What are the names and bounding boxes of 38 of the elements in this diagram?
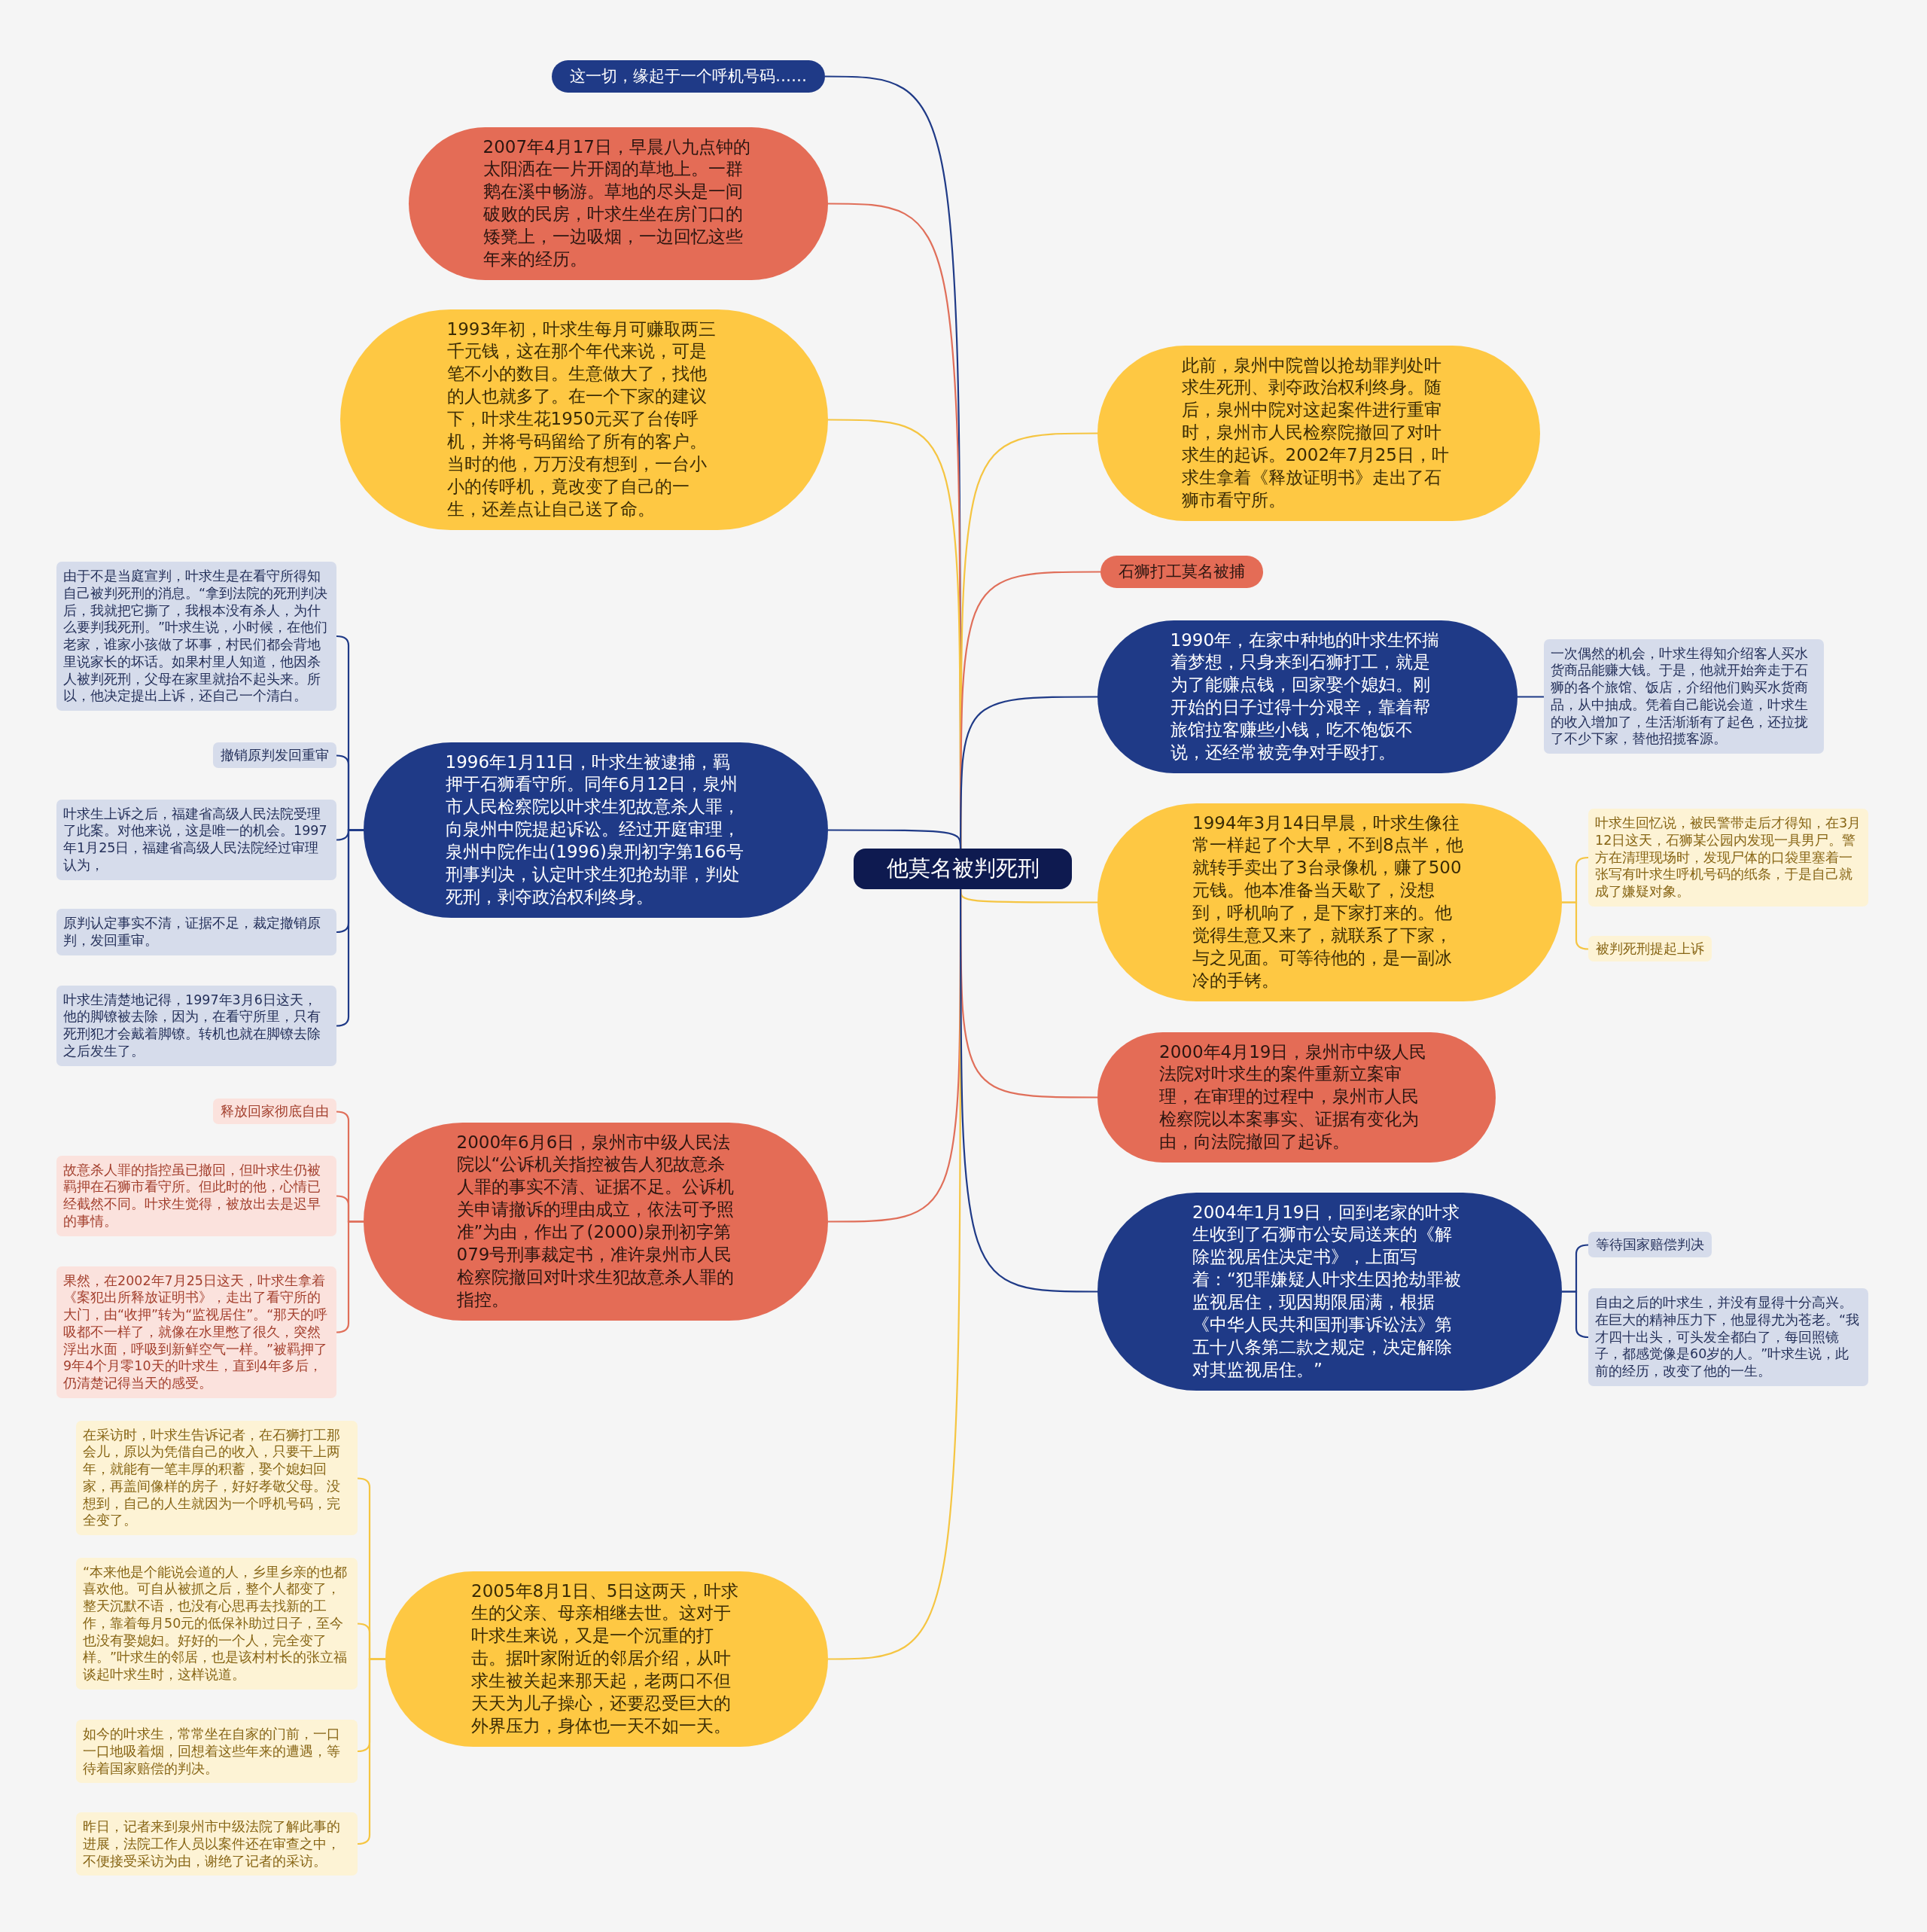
branch-line [336, 829, 364, 1027]
branch-line [960, 696, 1097, 849]
note-card: 撤销原判发回重审 [213, 742, 336, 769]
note-card: 原判认定事实不清，证据不足，裁定撤销原判，发回重审。 [56, 909, 336, 955]
note-card: 果然，在2002年7月25日这天，叶求生拿着《案犯出所释放证明书》，走出了看守所的大门，由“收押”转为“监视居住”。“那天的呼吸都不一样了，就像在水里憋了很久，突然浮出水面，呼吸到新鲜空气一样。”被羁押了9年4个月零10天的叶求生，直到4年多后，仍清楚记得当天的感受。 [56, 1266, 336, 1398]
note-card: 被判死刑提起上诉 [1588, 935, 1712, 962]
note-card: 释放回家彻底自由 [213, 1098, 336, 1125]
central-topic: 他莫名被判死刑 [854, 849, 1072, 889]
topic-pill: 1994年3月14日早晨，叶求生像往常一样起了个大早，不到8点半，他就转手卖出了3台录像机，赚了500元钱。他本准备当天歇了，没想到，呼机响了，是下家打来的。他觉得生意又来了，就联系了下家，与之见面。可等待他的，是一副冰冷的手铐。 [1097, 803, 1562, 1001]
note-card: 自由之后的叶求生，并没有显得十分高兴。在巨大的精神压力下，他显得尤为苍老。“我才四十出头，可头发全都白了，每回照镜子，都感觉像是60岁的人。”叶求生说，此前的经历，改变了他的一生。 [1588, 1288, 1868, 1386]
note-card: 在采访时，叶求生告诉记者，在石狮打工那会儿，原以为凭借自己的收入，只要干上两年，就能有一笔丰厚的积蓄，娶个媳妇回家，再盖间像样的房子，好好孝敬父母。没想到，自己的人生就因为一个呼机号码，完全变了。 [76, 1420, 358, 1535]
branch-line [960, 889, 1097, 1293]
topic-pill: 1996年1月11日，叶求生被逮捕，羁押于石狮看守所。同年6月12日，泉州市人民检察院以叶求生犯故意杀人罪，向泉州中院提起诉讼。经过开庭审理，泉州中院作出(1996)泉刑初字第166号刑事判决，认定叶求生犯抢劫罪，判处死刑，剥夺政治权利终身。 [364, 742, 828, 918]
note-card: 叶求生上诉之后，福建省高级人民法院受理了此案。对他来说，这是唯一的机会。1997年1月25日，福建省高级人民法院经过审理认为， [56, 799, 336, 880]
note-card: 叶求生清楚地记得，1997年3月6日这天，他的脚镣被去除，因为，在看守所里，只有死刑犯才会戴着脚镣。转机也就在脚镣去除之后发生了。 [56, 985, 336, 1066]
note-card: 一次偶然的机会，叶求生得知介绍客人买水货商品能赚大钱。于是，他就开始奔走于石狮的各个旅馆、饭店，介绍他们购买水货商品，从中抽成。凭着自己能说会道，叶求生的收入增加了，生活渐渐有了起色，还拉拢了不少下家，替他招揽客源。 [1544, 638, 1824, 754]
topic-pill: 2004年1月19日，回到老家的叶求生收到了石狮市公安局送来的《解除监视居住决定书》，上面写着：“犯罪嫌疑人叶求生因抢劫罪被监视居住，现因期限届满，根据《中华人民共和国刑事诉讼法》第五十八条第二款之规定，决定解除对其监视居住。” [1097, 1192, 1562, 1391]
topic-pill: 2000年4月19日，泉州市中级人民法院对叶求生的案件重新立案审理，在审理的过程中，泉州市人民检察院以本案事实、证据有变化为由，向法院撤回了起诉。 [1097, 1032, 1496, 1163]
topic-pill: 此前，泉州中院曾以抢劫罪判处叶求生死刑、剥夺政治权利终身。随后，泉州中院对这起案件进行重审时，泉州市人民检察院撤回了对叶求生的起诉。2002年7月25日，叶求生拿着《释放证明书》走出了石狮市看守所。 [1097, 345, 1540, 521]
note-card: “本来他是个能说会道的人，乡里乡亲的也都喜欢他。可自从被抓之后，整个人都变了，整天沉默不语，也没有心思再去找新的工作，靠着每月50元的低保补助过日子，至今也没有娶媳妇。好好的一个人，完全变了样。”叶求生的邻居，也是该村村长的张立福谈起叶求生时，这样说道。 [76, 1557, 358, 1690]
branch-line [336, 1220, 364, 1333]
topic-pill: 2005年8月1日、5日这两天，叶求生的父亲、母亲相继去世。这对于叶求生来说，又是一个沉重的打击。据叶家附近的邻居介绍，从叶求生被关起来那天起，老两口不但天天为儿子操心，还要忍受巨大的外界压力，身体也一天不如一天。 [385, 1571, 828, 1747]
note-card: 故意杀人罪的指控虽已撤回，但叶求生仍被羁押在石狮市看守所。但此时的他，心情已经截然不同。叶求生觉得，被放出去是迟早的事情。 [56, 1155, 336, 1236]
topic-pill: 1990年，在家中种地的叶求生怀揣着梦想，只身来到石狮打工，就是为了能赚点钱，回家娶个媳妇。刚开始的日子过得十分艰辛，靠着帮旅馆拉客赚些小钱，吃不饱饭不说，还经常被竞争对手殴打。 [1097, 620, 1518, 773]
note-card: 由于不是当庭宣判，叶求生是在看守所得知自己被判死刑的消息。“拿到法院的死刑判决后，我就把它撕了，我根本没有杀人，为什么要判我死刑。”叶求生说，小时候，在他们老家，谁家小孩做了坏事，村民们都会背地里说家长的坏话。如果村里人知道，他因杀人被判死刑，父母在家里就抬不起头来。所以，他决定提出上诉，还自己一个清白。 [56, 562, 336, 711]
note-card: 叶求生回忆说，被民警带走后才得知，在3月12日这天，石狮某公园内发现一具男尸。警方在清理现场时，发现尸体的口袋里塞着一张写有叶求生呼机号码的纸条，于是自己就成了嫌疑对象。 [1588, 809, 1868, 907]
note-card: 如今的叶求生，常常坐在自家的门前，一口一口地吸着烟，回想着这些年来的遭遇，等待着国家赔偿的判决。 [76, 1720, 358, 1784]
topic-pill: 2000年6月6日，泉州市中级人民法院以“公诉机关指控被告人犯故意杀人罪的事实不清、证据不足。公诉机关申请撤诉的理由成立，依法可予照准”为由，作出了(2000)泉刑初字第079号刑事裁定书，准许泉州市人民检察院撤回对叶求生犯故意杀人罪的指控。 [364, 1122, 828, 1321]
topic-pill: 2007年4月17日，早晨八九点钟的太阳洒在一片开阔的草地上。一群鹅在溪中畅游。草地的尽头是一间破败的民房，叶求生坐在房门口的矮凳上，一边吸烟，一边回忆这些年来的经历。 [409, 126, 828, 280]
topic-pill: 这一切，缘起于一个呼机号码…… [552, 59, 825, 93]
branch-line [1518, 696, 1544, 698]
topic-pill: 石狮打工莫名被捕 [1100, 555, 1263, 588]
note-card: 昨日，记者来到泉州市中级法院了解此事的进展，法院工作人员以案件还在审查之中，不便接受采访为由，谢绝了记者的采访。 [76, 1812, 358, 1876]
branch-line [1562, 1291, 1589, 1339]
branch-line [357, 1658, 385, 1845]
note-card: 等待国家赔偿判决 [1588, 1231, 1712, 1258]
topic-pill: 1993年初，叶求生每月可赚取两三千元钱，这在那个年代来说，可是笔不小的数目。生意做大了，找他的人也就多了。在一个下家的建议下，叶求生花1950元买了台传呼机，并将号码留给了所有的客户。当时的他，万万没有想到，一台小小的传呼机，竟改变了自己的一生，还差点让自己送了命。 [340, 309, 828, 530]
branch-line [1562, 901, 1589, 950]
